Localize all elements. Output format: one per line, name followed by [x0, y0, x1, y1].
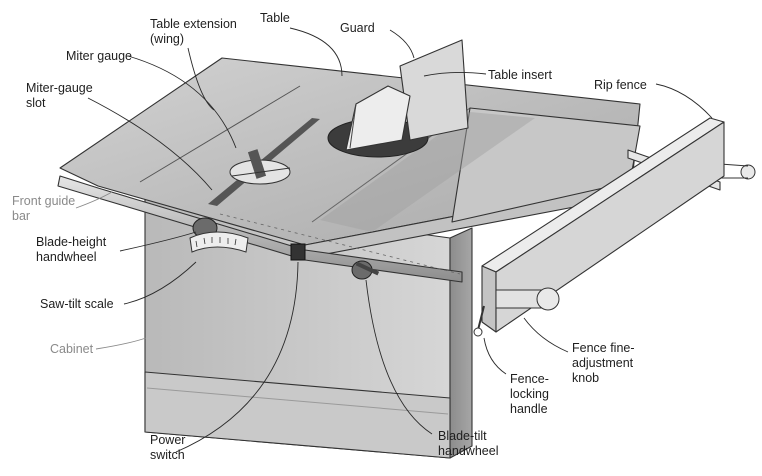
label-table: Table [260, 11, 290, 25]
label-line: slot [26, 96, 46, 110]
label-line: handwheel [438, 444, 498, 458]
label-line: handle [510, 402, 548, 416]
label-line: Guard [340, 21, 375, 35]
label-line: Cabinet [50, 342, 94, 356]
label-table-extension: Table extension(wing) [150, 17, 237, 46]
label-line: Saw-tilt scale [40, 297, 114, 311]
label-line: switch [150, 448, 185, 462]
label-line: Blade-height [36, 235, 107, 249]
label-cabinet: Cabinet [50, 342, 94, 356]
label-line: Blade-tilt [438, 429, 487, 443]
label-line: Rip fence [594, 78, 647, 92]
rip-fence [473, 117, 756, 337]
label-rip-fence: Rip fence [594, 78, 647, 92]
label-line: (wing) [150, 32, 184, 46]
table-insert-and-guard [327, 39, 469, 158]
label-line: Fence- [510, 372, 549, 386]
labels: Table extension(wing) Table Guard Miter … [12, 11, 647, 462]
label-line: handwheel [36, 250, 96, 264]
label-line: Table extension [150, 17, 237, 31]
label-line: bar [12, 209, 30, 223]
leader-lines [75, 27, 713, 453]
label-line: locking [510, 387, 549, 401]
label-line: Table insert [488, 68, 552, 82]
blade-tilt-handwheel [351, 260, 380, 280]
label-line: Fence fine- [572, 341, 635, 355]
blade-height-handwheel [189, 217, 249, 253]
label-line: Miter-gauge [26, 81, 93, 95]
label-saw-tilt-scale: Saw-tilt scale [40, 297, 114, 311]
label-line: Table [260, 11, 290, 25]
miter-gauge [229, 149, 291, 185]
label-line: Power [150, 433, 185, 447]
label-miter-gauge: Miter gauge [66, 49, 132, 63]
label-line: Miter gauge [66, 49, 132, 63]
label-line: Front guide [12, 194, 75, 208]
power-switch [290, 243, 306, 261]
label-line: knob [572, 371, 599, 385]
label-guard: Guard [340, 21, 375, 35]
label-line: adjustment [572, 356, 634, 370]
front-guide-bar [57, 175, 463, 283]
label-table-insert: Table insert [488, 68, 552, 82]
